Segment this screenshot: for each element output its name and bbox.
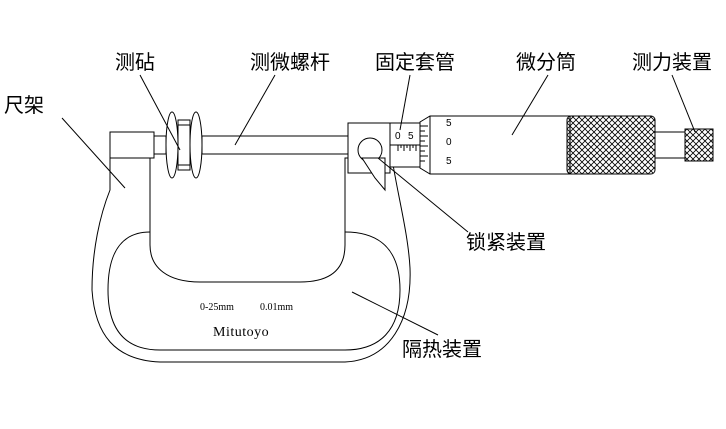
label-spindle: 测微螺杆: [250, 50, 330, 74]
sleeve-five-mark: 5: [408, 131, 414, 142]
ratchet-knob: [684, 128, 714, 162]
frame-resolution-text: 0.01mm: [260, 302, 293, 313]
thimble-mark-top: 5: [446, 118, 452, 129]
thimble-ticks: [420, 125, 428, 162]
leader-lines: [61, 74, 696, 336]
sleeve-zero-mark: 0: [395, 131, 401, 142]
ratchet-stem: [654, 131, 686, 159]
anvil-holder: [109, 131, 155, 159]
label-insulation: 隔热装置: [402, 337, 482, 361]
label-lock: 锁紧装置: [466, 230, 546, 254]
thimble-mark-mid: 0: [446, 137, 452, 148]
knurled-grip: [566, 115, 656, 175]
label-frame: 尺架: [4, 93, 44, 117]
label-thimble: 微分筒: [516, 50, 576, 74]
label-sleeve: 固定套管: [375, 50, 455, 74]
frame-range-text: 0-25mm: [200, 302, 234, 313]
anvil: [165, 111, 203, 179]
frame-brand-text: Mitutoyo: [213, 325, 269, 340]
anvil-stem: [153, 135, 167, 155]
frame: [91, 122, 411, 363]
lock-nut: [357, 137, 386, 192]
thimble-mark-bottom: 5: [446, 156, 452, 167]
thimble: [419, 115, 571, 175]
sleeve-ticks: [397, 145, 417, 151]
label-anvil: 测砧: [115, 50, 155, 74]
spindle: [201, 135, 349, 155]
label-ratchet: 测力装置: [632, 50, 712, 74]
